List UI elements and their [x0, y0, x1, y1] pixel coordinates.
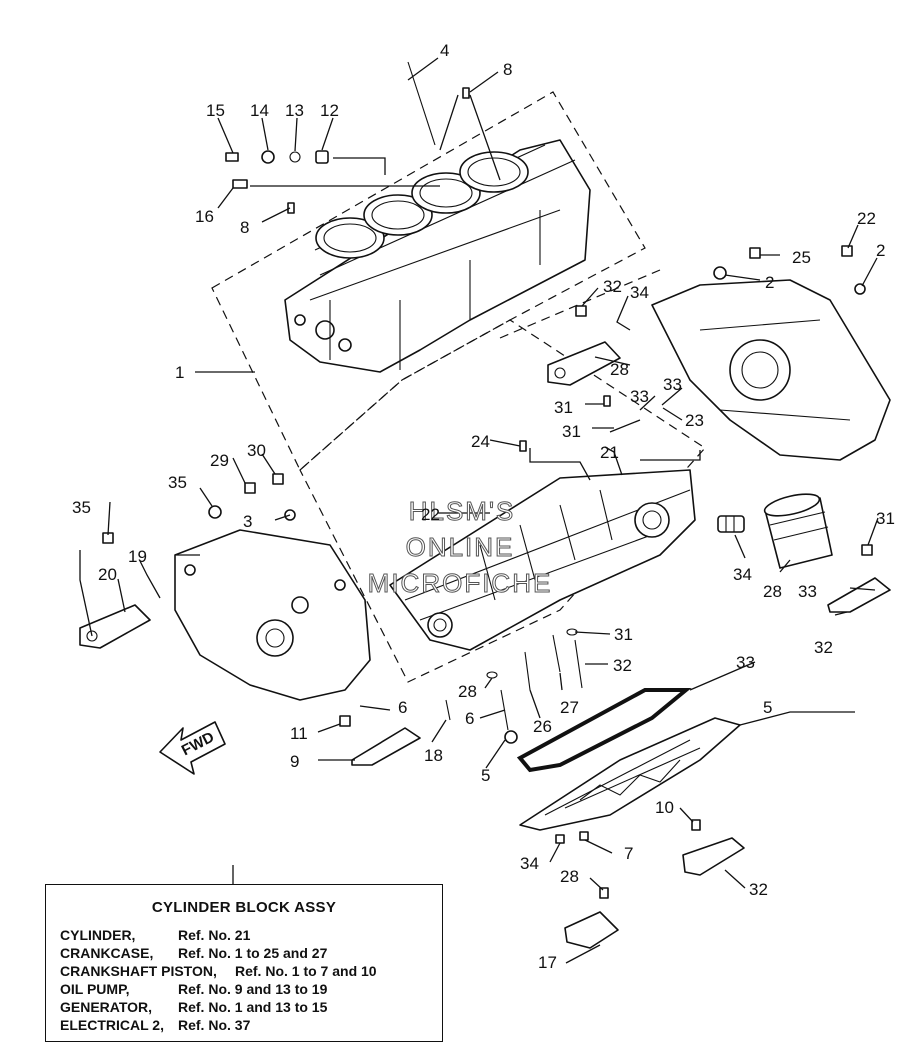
callout: 31 [614, 625, 633, 644]
mount-bracket-29 [682, 837, 745, 876]
watermark-line-1: HLSM'S [409, 496, 516, 526]
legend-ref: Ref. No. 9 and 13 to 19 [178, 981, 328, 997]
legend-title: CYLINDER BLOCK ASSY [151, 899, 337, 916]
watermark-line-2: ONLINE [406, 532, 515, 562]
legend-ref: Ref. No. 37 [178, 1017, 251, 1033]
callout: 22 [857, 209, 876, 228]
legend-row: GENERATOR, Ref. No. 1 and 13 to 15 [60, 999, 327, 1015]
callout: 33 [736, 653, 755, 672]
callout: 32 [749, 880, 768, 899]
mount-bracket-28-upper [547, 341, 621, 386]
fwd-arrow: FWD [159, 721, 226, 775]
callout: 10 [655, 798, 674, 817]
callout: 16 [195, 207, 214, 226]
callout: 15 [206, 101, 225, 120]
legend-row: CRANKSHAFT PISTON, Ref. No. 1 to 7 and 10 [60, 963, 377, 979]
callout: 27 [560, 698, 579, 717]
callout: 21 [600, 443, 619, 462]
callout: 14 [250, 101, 269, 120]
callout: 22 [421, 505, 440, 524]
mount-bracket-30 [564, 911, 619, 949]
callouts: 4 8 15 14 13 12 16 8 1 32 34 28 31 33 31… [72, 41, 895, 972]
callout: 5 [763, 698, 772, 717]
callout: 24 [471, 432, 490, 451]
legend-system: CYLINDER, [60, 927, 136, 943]
legend-ref: Ref. No. 1 and 13 to 15 [178, 999, 328, 1015]
legend-ref: Ref. No. 1 to 25 and 27 [178, 945, 328, 961]
callout: 32 [613, 656, 632, 675]
callout: 6 [398, 698, 407, 717]
callout: 18 [424, 746, 443, 765]
legend-row: CYLINDER, Ref. No. 21 [60, 927, 250, 943]
callout: 17 [538, 953, 557, 972]
callout: 31 [562, 422, 581, 441]
callout: 11 [290, 724, 308, 743]
watermark: HLSM'S ONLINE MICROFICHE [367, 496, 553, 599]
callout: 7 [624, 844, 633, 863]
callout: 5 [481, 766, 490, 785]
callout: 25 [792, 248, 811, 267]
callout: 2 [765, 273, 774, 292]
callout: 29 [210, 451, 229, 470]
callout: 26 [533, 717, 552, 736]
legend-row: OIL PUMP, Ref. No. 9 and 13 to 19 [60, 981, 327, 997]
legend-ref: Ref. No. 21 [178, 927, 251, 943]
callout: 35 [72, 498, 91, 517]
callout: 28 [763, 582, 782, 601]
callout: 35 [168, 473, 187, 492]
callout: 3 [243, 512, 252, 531]
callout: 28 [458, 682, 477, 701]
callout: 33 [630, 387, 649, 406]
legend-ref: Ref. No. 1 to 7 and 10 [235, 963, 377, 979]
callout: 34 [733, 565, 752, 584]
callout: 28 [610, 360, 629, 379]
mount-bracket-28-bottom [351, 727, 421, 766]
callout: 1 [175, 363, 184, 382]
legend-system: OIL PUMP, [60, 981, 130, 997]
crankcase [389, 469, 696, 651]
legend-system: CRANKSHAFT PISTON, [60, 963, 217, 979]
callout: 32 [814, 638, 833, 657]
callout: 31 [554, 398, 573, 417]
callout: 2 [876, 241, 885, 260]
callout: 34 [630, 283, 649, 302]
legend-box: CYLINDER BLOCK ASSY CYLINDER, Ref. No. 21… [45, 884, 443, 1042]
crankcase-outline [299, 319, 706, 683]
callout: 34 [520, 854, 539, 873]
legend-system: CRANKCASE, [60, 945, 154, 961]
callout: 33 [798, 582, 817, 601]
legend-system: ELECTRICAL 2, [60, 1017, 164, 1033]
callout: 4 [440, 41, 449, 60]
left-cover [174, 529, 371, 701]
oil-filter-fitting [717, 515, 745, 533]
mount-bracket-28-left [79, 604, 151, 649]
callout: 33 [663, 375, 682, 394]
callout: 20 [98, 565, 117, 584]
callout: 19 [128, 547, 147, 566]
small-parts [102, 61, 873, 899]
callout: 12 [320, 101, 339, 120]
gasket [516, 688, 692, 773]
callout: 28 [560, 867, 579, 886]
legend-row: CRANKCASE, Ref. No. 1 to 25 and 27 [60, 945, 327, 961]
callout: 30 [247, 441, 266, 460]
leader-lines [79, 57, 879, 964]
callout: 23 [685, 411, 704, 430]
callout: 8 [240, 218, 249, 237]
callout: 9 [290, 752, 299, 771]
legend-system: GENERATOR, [60, 999, 153, 1015]
right-cover [651, 279, 891, 461]
oil-pan [519, 717, 741, 831]
callout: 13 [285, 101, 304, 120]
callout: 8 [503, 60, 512, 79]
legend-row: ELECTRICAL 2, Ref. No. 37 [60, 1017, 250, 1033]
callout: 32 [603, 277, 622, 296]
watermark-line-3: MICROFICHE [368, 568, 553, 598]
mount-bracket-28-right [827, 577, 891, 613]
oil-filter [763, 493, 833, 569]
callout: 31 [876, 509, 895, 528]
cylinder-block [284, 139, 591, 373]
callout: 6 [465, 709, 474, 728]
